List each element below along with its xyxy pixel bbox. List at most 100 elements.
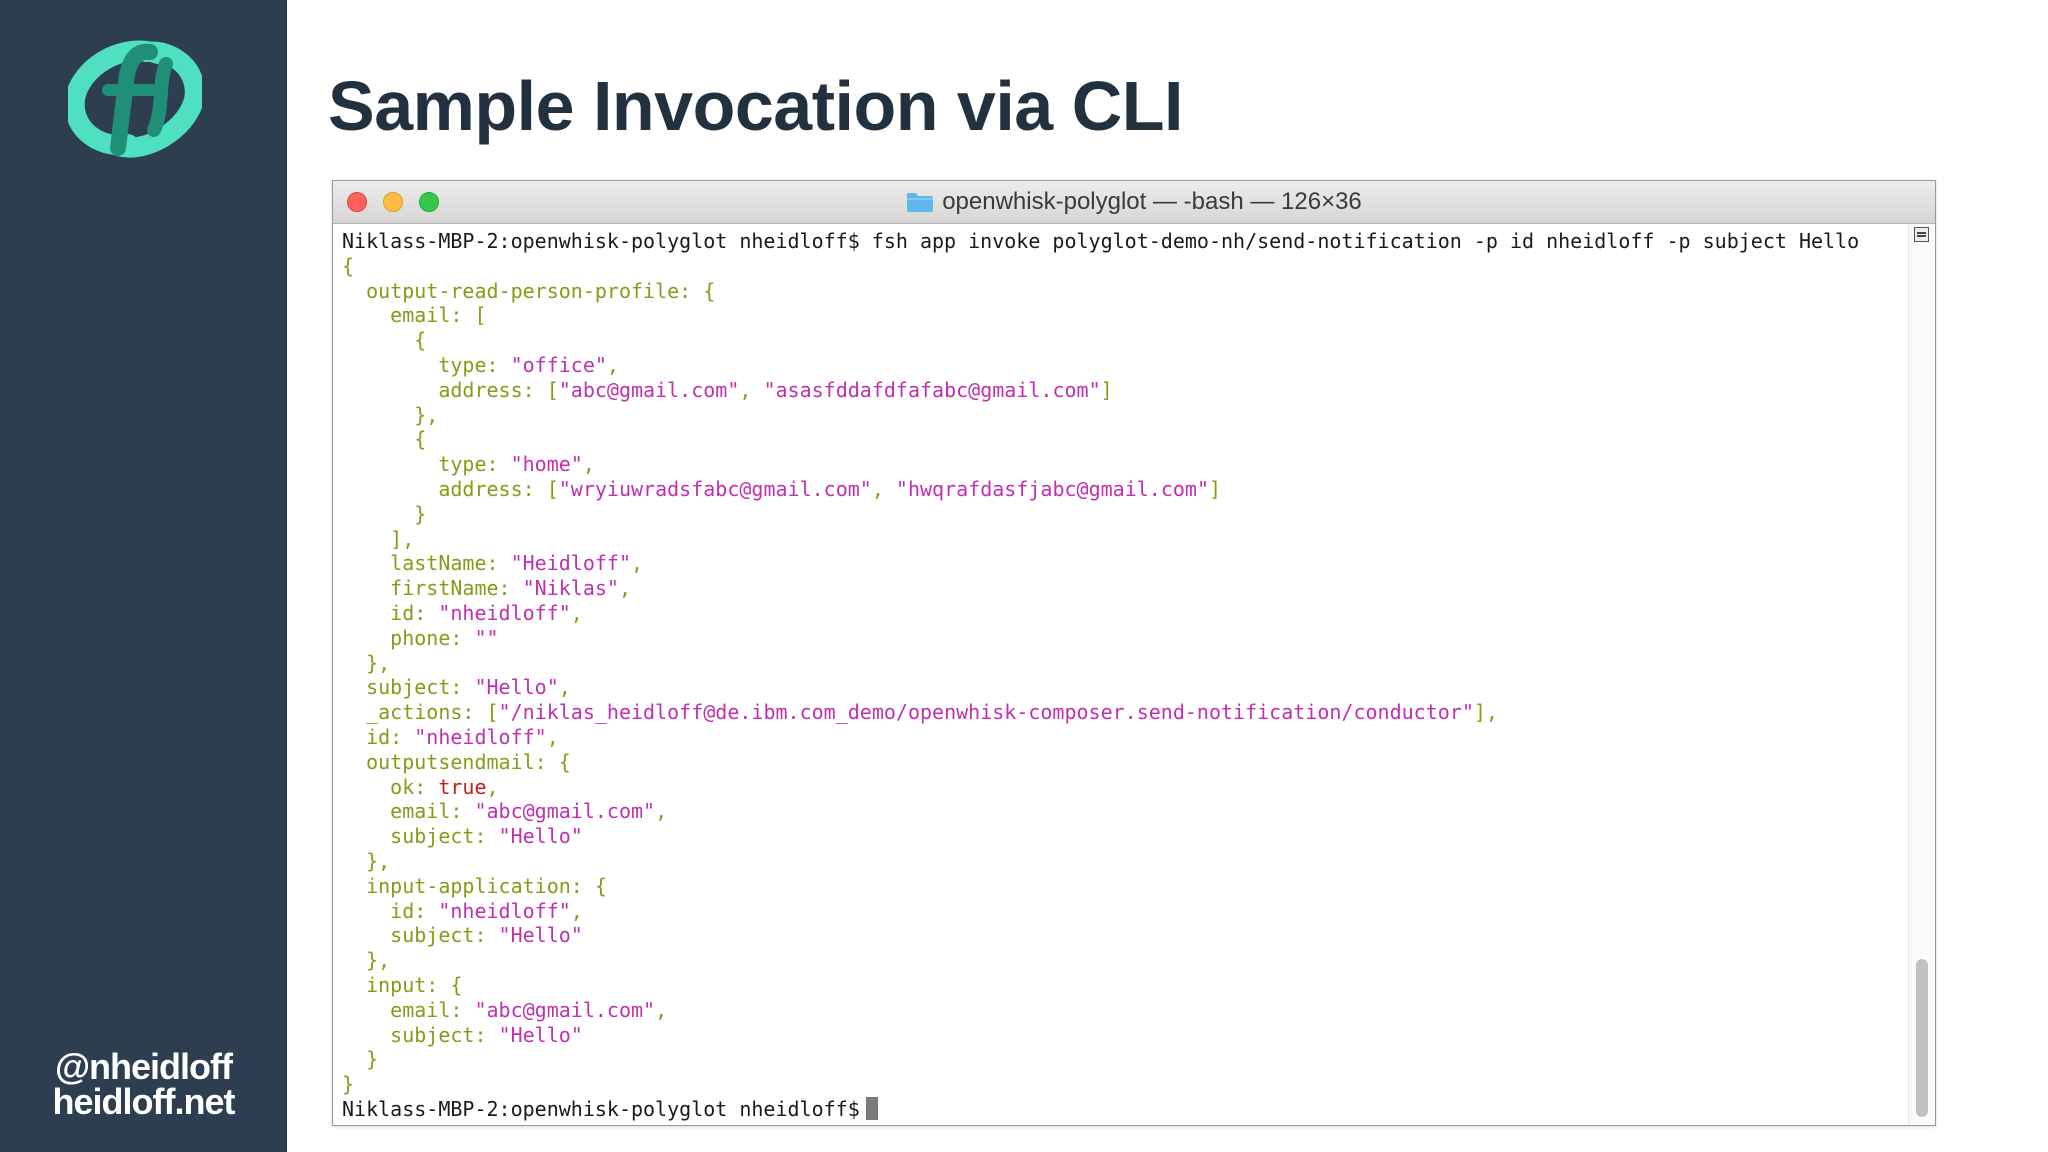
- output-segment: ,: [631, 551, 644, 576]
- output-segment: ,: [606, 352, 619, 377]
- output-line: subject: "Hello",: [342, 675, 1909, 700]
- output-segment: ,: [546, 724, 559, 749]
- output-segment: ],: [342, 526, 415, 551]
- output-line: type: "office",: [342, 353, 1909, 378]
- output-line: firstName: "Niklas",: [342, 576, 1909, 601]
- scroll-thumb[interactable]: [1916, 959, 1928, 1117]
- output-segment: ,: [871, 476, 896, 501]
- output-segment: type:: [342, 352, 511, 377]
- output-line: },: [342, 403, 1909, 428]
- output-segment: "hwqrafdasfjabc@gmail.com": [895, 476, 1209, 501]
- twitter-handle: @nheidloff: [54, 1046, 233, 1087]
- sidebar: @nheidloff heidloff.net: [0, 0, 287, 1152]
- output-segment: "abc@gmail.com": [474, 799, 656, 824]
- terminal-output[interactable]: Niklass-MBP-2:openwhisk-polyglot nheidlo…: [333, 224, 1909, 1125]
- output-segment: "nheidloff": [438, 600, 571, 625]
- output-segment: lastName:: [342, 551, 511, 576]
- scroll-menu-icon[interactable]: [1914, 227, 1929, 242]
- output-segment: email: [: [342, 303, 487, 328]
- output-segment: "asasfddafdfafabc@gmail.com": [763, 377, 1101, 402]
- output-line: phone: "": [342, 626, 1909, 651]
- output-segment: address: [: [342, 377, 559, 402]
- output-line: {: [342, 254, 1909, 279]
- output-segment: {: [342, 253, 355, 278]
- output-segment: "office": [510, 352, 607, 377]
- output-segment: ]: [1209, 476, 1222, 501]
- output-segment: subject:: [342, 923, 499, 948]
- output-segment: },: [342, 948, 391, 973]
- output-segment: "Niklas": [522, 576, 619, 601]
- output-segment: ,: [486, 774, 499, 799]
- output-line: subject: "Hello": [342, 923, 1909, 948]
- output-line: }: [342, 1047, 1909, 1072]
- output-segment: ]: [1100, 377, 1113, 402]
- output-segment: ,: [558, 675, 571, 700]
- output-line: },: [342, 849, 1909, 874]
- output-line: id: "nheidloff",: [342, 601, 1909, 626]
- output-segment: outputsendmail: {: [342, 749, 571, 774]
- output-line: }: [342, 1072, 1909, 1097]
- folder-icon: [907, 193, 934, 212]
- website-label: heidloff.net: [52, 1081, 236, 1122]
- output-segment: "Heidloff": [510, 551, 631, 576]
- output-line: subject: "Hello": [342, 824, 1909, 849]
- output-line: {: [342, 328, 1909, 353]
- output-segment: id:: [342, 600, 439, 625]
- output-segment: },: [342, 848, 391, 873]
- output-segment: ,: [618, 576, 631, 601]
- output-segment: ,: [655, 997, 668, 1022]
- output-segment: },: [342, 650, 391, 675]
- output-line: address: ["abc@gmail.com", "asasfddafdfa…: [342, 378, 1909, 403]
- zoom-window-button[interactable]: [419, 192, 439, 212]
- output-segment: ,: [582, 452, 595, 477]
- output-segment: phone:: [342, 625, 475, 650]
- output-segment: ,: [739, 377, 764, 402]
- close-window-button[interactable]: [347, 192, 367, 212]
- output-line: type: "home",: [342, 452, 1909, 477]
- output-segment: email:: [342, 997, 475, 1022]
- minimize-window-button[interactable]: [383, 192, 403, 212]
- output-line: input-application: {: [342, 874, 1909, 899]
- command-line: Niklass-MBP-2:openwhisk-polyglot nheidlo…: [342, 229, 1909, 254]
- slide-title: Sample Invocation via CLI: [328, 67, 1183, 145]
- output-line: lastName: "Heidloff",: [342, 551, 1909, 576]
- output-segment: type:: [342, 452, 511, 477]
- terminal-titlebar[interactable]: openwhisk-polyglot — -bash — 126×36: [333, 181, 1935, 224]
- output-segment: subject:: [342, 824, 499, 849]
- output-segment: "Hello": [498, 923, 583, 948]
- output-line: id: "nheidloff",: [342, 725, 1909, 750]
- output-segment: ,: [655, 799, 668, 824]
- output-segment: },: [342, 402, 439, 427]
- output-segment: ],: [1473, 700, 1498, 725]
- output-segment: _actions: [: [342, 700, 499, 725]
- vertical-scrollbar[interactable]: [1908, 224, 1935, 1125]
- output-segment: }: [342, 1072, 355, 1097]
- output-line: email: "abc@gmail.com",: [342, 998, 1909, 1023]
- output-line: output-read-person-profile: {: [342, 279, 1909, 304]
- output-segment: subject:: [342, 675, 475, 700]
- output-line: email: "abc@gmail.com",: [342, 799, 1909, 824]
- output-line: },: [342, 948, 1909, 973]
- output-line: subject: "Hello": [342, 1023, 1909, 1048]
- output-segment: {: [342, 328, 427, 353]
- output-line: {: [342, 427, 1909, 452]
- output-segment: }: [342, 1047, 379, 1072]
- output-segment: ok:: [342, 774, 439, 799]
- output-segment: ,: [570, 600, 583, 625]
- output-segment: input: {: [342, 972, 463, 997]
- output-segment: "home": [510, 452, 583, 477]
- output-line: },: [342, 651, 1909, 676]
- output-line: input: {: [342, 973, 1909, 998]
- output-segment: id:: [342, 724, 415, 749]
- output-segment: subject:: [342, 1022, 499, 1047]
- output-line: address: ["wryiuwradsfabc@gmail.com", "h…: [342, 477, 1909, 502]
- output-line: outputsendmail: {: [342, 750, 1909, 775]
- output-segment: "nheidloff": [414, 724, 547, 749]
- output-segment: output-read-person-profile: {: [342, 278, 716, 303]
- output-line: id: "nheidloff",: [342, 899, 1909, 924]
- output-segment: "abc@gmail.com": [474, 997, 656, 1022]
- terminal-window: openwhisk-polyglot — -bash — 126×36 Nikl…: [332, 180, 1936, 1126]
- fn-logo-icon: [68, 40, 202, 158]
- output-segment: "nheidloff": [438, 898, 571, 923]
- prompt-line: Niklass-MBP-2:openwhisk-polyglot nheidlo…: [342, 1096, 1909, 1122]
